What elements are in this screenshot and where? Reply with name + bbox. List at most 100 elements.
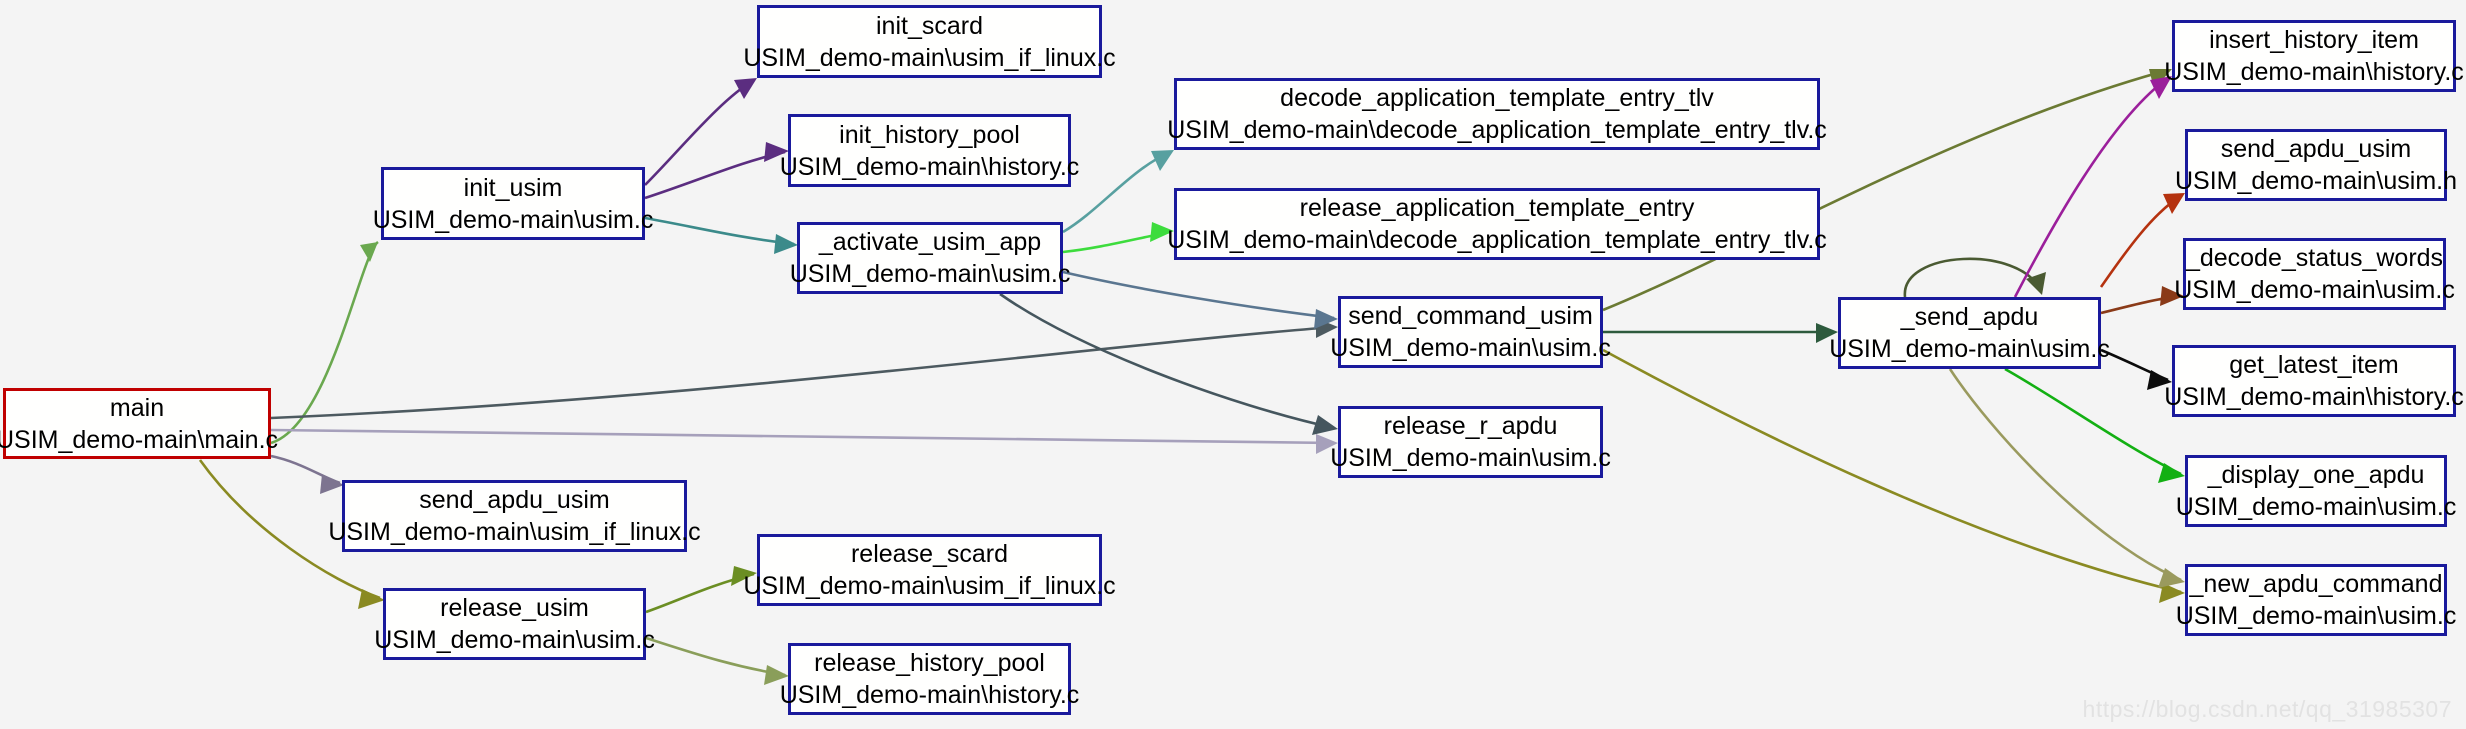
edge-arrowhead (1151, 150, 1174, 171)
edge-main-to-send_apdu_usim_linux (270, 454, 344, 494)
edge-send_command_usim-to-send_apdu (1603, 323, 1838, 343)
node-file-path: USIM_demo-main\history.c (2164, 383, 2464, 411)
edge-activate_usim_app-to-release_r_apdu (999, 292, 1338, 435)
edge-send_apdu-to-get_latest_item (2100, 348, 2172, 390)
edge-init_usim-to-init_scard (644, 78, 757, 186)
edge-send_command_usim-to-new_apdu_command (1602, 348, 2185, 603)
node-function-name: _decode_status_words (2185, 244, 2444, 272)
edge-arrowhead (774, 234, 798, 254)
node-function-name: get_latest_item (2229, 351, 2399, 379)
edge-arrowhead (2026, 272, 2046, 295)
node-function-name: _display_one_apdu (2207, 461, 2425, 489)
edge-arrowhead (360, 242, 378, 262)
node-function-name: release_usim (440, 594, 589, 622)
edge-arrowhead (1316, 434, 1338, 454)
edge-arrowhead (1816, 323, 1838, 343)
edge-arrowhead (731, 566, 757, 586)
edge-send_apdu-to-display_one_apdu (2004, 367, 2185, 483)
node-file-path: USIM_demo-main\usim.c (2174, 276, 2455, 304)
edge-release_usim-to-release_scard (645, 566, 757, 614)
node-function-name: send_command_usim (1348, 302, 1593, 330)
node-file-path: USIM_demo-main\usim.h (2174, 167, 2458, 195)
node-file-path: USIM_demo-main\usim_if_linux.c (743, 572, 1116, 600)
edge-arrowhead (358, 589, 385, 609)
node-function-name: decode_application_template_entry_tlv (1280, 84, 1714, 112)
edge-main-to-send_command_usim (270, 318, 1338, 420)
node-file-path: USIM_demo-main\decode_application_templa… (1167, 116, 1827, 144)
node-function-name: init_usim (463, 173, 563, 202)
edge-arrowhead (1314, 309, 1338, 329)
node-function-name: _send_apdu (1900, 303, 2039, 331)
node-function-name: send_apdu_usim (419, 486, 610, 514)
edge-arrowhead (2159, 583, 2185, 603)
node-file-path: USIM_demo-main\usim.c (789, 260, 1071, 288)
node-function-name: release_scard (850, 540, 1009, 568)
node-file-path: USIM_demo-main\usim.c (2175, 602, 2457, 630)
edge-release_usim-to-release_history_pool (645, 636, 789, 685)
node-function-name: send_apdu_usim (2220, 135, 2412, 163)
node-file-path: USIM_demo-main\history.c (779, 152, 1080, 181)
edge-activate_usim_app-to-decode_application_template_entry_tlv (1062, 150, 1174, 234)
node-file-path: USIM_demo-main\usim.c (372, 205, 654, 234)
node-file-path: USIM_demo-main\usim_if_linux.c (743, 43, 1116, 72)
edge-arrowhead (2160, 286, 2184, 306)
edge-main-to-release_usim (198, 459, 385, 609)
node-function-name: _activate_usim_app (818, 228, 1042, 256)
node-function-name: init_history_pool (839, 120, 1020, 149)
node-function-name: insert_history_item (2209, 26, 2419, 54)
node-function-name: init_scard (876, 11, 983, 40)
node-file-path: USIM_demo-main\main.c (0, 425, 279, 454)
node-file-path: USIM_demo-main\usim.c (2175, 493, 2457, 521)
watermark: https://blog.csdn.net/qq_31985307 (2082, 696, 2452, 722)
edge-arrowhead (1312, 415, 1338, 435)
node-file-path: USIM_demo-main\usim.c (1330, 444, 1611, 472)
edge-init_usim-to-activate_usim_app (644, 216, 798, 254)
edge-arrowhead (1150, 222, 1174, 242)
edge-arrowhead (764, 665, 789, 685)
node-file-path: USIM_demo-main\decode_application_templa… (1167, 226, 1827, 254)
node-file-path: USIM_demo-main\usim.c (1330, 334, 1611, 362)
node-function-name: release_application_template_entry (1299, 194, 1695, 222)
edge-send_apdu-to-send_apdu (1903, 257, 2046, 298)
edge-activate_usim_app-to-send_command_usim (1062, 270, 1338, 329)
edge-main-to-release_r_apdu (270, 428, 1338, 454)
node-file-path: USIM_demo-main\usim.c (374, 626, 655, 654)
edge-arrowhead (2163, 193, 2185, 214)
node-file-path: USIM_demo-main\usim.c (1829, 335, 2110, 363)
edge-send_apdu-to-insert_history_item (2013, 76, 2172, 298)
node-function-name: release_r_apdu (1383, 412, 1558, 440)
edge-arrowhead (2158, 568, 2185, 588)
edge-arrowhead (734, 78, 757, 99)
edge-arrowhead (2158, 463, 2185, 483)
node-function-name: _new_apdu_command (2189, 570, 2443, 598)
edge-send_apdu-to-send_apdu_usim_h (2099, 193, 2185, 288)
edge-send_apdu-to-new_apdu_command (1948, 368, 2185, 588)
node-function-name: main (109, 393, 165, 422)
edge-activate_usim_app-to-release_application_template_entry (1062, 222, 1174, 254)
edge-arrowhead (2150, 76, 2172, 99)
node-file-path: USIM_demo-main\history.c (2164, 58, 2464, 86)
edge-arrowhead (764, 142, 789, 162)
